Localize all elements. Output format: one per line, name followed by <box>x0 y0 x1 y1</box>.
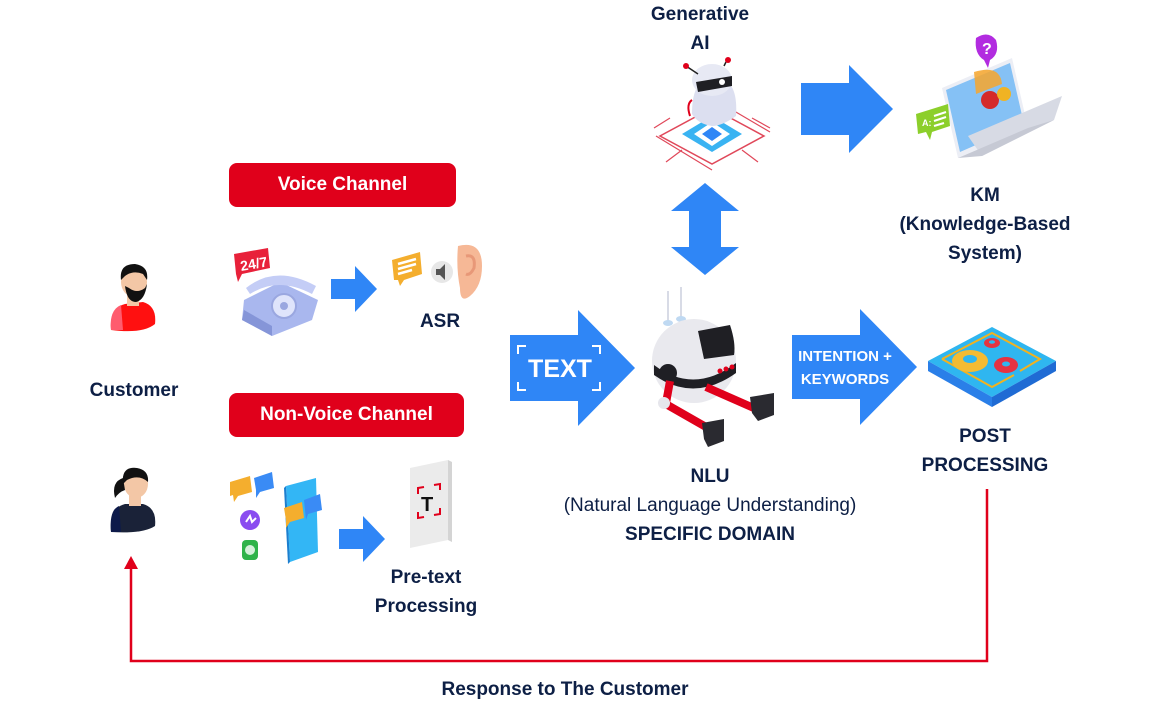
text-arrow-label: TEXT <box>528 355 592 383</box>
text-document-icon: T <box>410 460 452 548</box>
intention-keywords-arrow <box>792 309 917 425</box>
ai-robot-chip-icon <box>653 57 771 171</box>
speech-sound-ear-icon <box>392 244 482 299</box>
pretext-label-line1: Pre-text <box>390 567 462 588</box>
intention-arrow-label-line1: INTENTION + <box>798 348 892 365</box>
nlu-generative-ai-bidirectional-arrow <box>671 183 739 275</box>
laptop-knowledge-icon: ? A: <box>916 34 1062 158</box>
post-processing-label-line2: PROCESSING <box>921 455 1049 476</box>
km-label-line1: KM <box>970 185 1000 206</box>
generative-ai-label-line1: Generative <box>650 4 750 25</box>
nlu-robot-icon <box>652 287 774 447</box>
voice-channel-badge: Voice Channel <box>229 163 456 207</box>
voice-to-asr-arrow <box>331 266 377 312</box>
svg-text:?: ? <box>982 41 992 58</box>
non-voice-channel-badge: Non-Voice Channel <box>229 393 464 437</box>
generative-ai-label-line2: AI <box>690 33 710 54</box>
response-loop-label: Response to The Customer <box>441 679 689 700</box>
intention-arrow-label-line2: KEYWORDS <box>800 371 890 388</box>
km-label-line2: (Knowledge-Based <box>899 214 1071 235</box>
telephone-24-7-icon: 24/7 <box>234 248 318 336</box>
male-customer-icon <box>110 264 156 332</box>
svg-text:24/7: 24/7 <box>239 253 269 274</box>
pretext-label-line2: Processing <box>374 596 478 617</box>
text-arrow <box>510 310 635 426</box>
km-label-line3: System) <box>948 243 1022 264</box>
chat-apps-smartphone-icon <box>230 472 322 564</box>
female-customer-icon <box>110 467 156 533</box>
svg-text:A:: A: <box>922 118 932 128</box>
post-processing-label-line1: POST <box>959 426 1011 447</box>
nlu-subtitle: (Natural Language Understanding) <box>563 495 857 516</box>
nlu-domain: SPECIFIC DOMAIN <box>625 524 795 545</box>
customer-label: Customer <box>89 380 179 401</box>
svg-text:T: T <box>421 494 433 516</box>
response-arrowhead-icon <box>124 556 138 569</box>
gears-board-icon <box>928 327 1056 407</box>
generative-ai-to-km-arrow <box>801 65 893 153</box>
nlu-title: NLU <box>690 466 730 487</box>
nonvoice-to-pretext-arrow <box>339 516 385 562</box>
asr-label: ASR <box>419 311 461 332</box>
